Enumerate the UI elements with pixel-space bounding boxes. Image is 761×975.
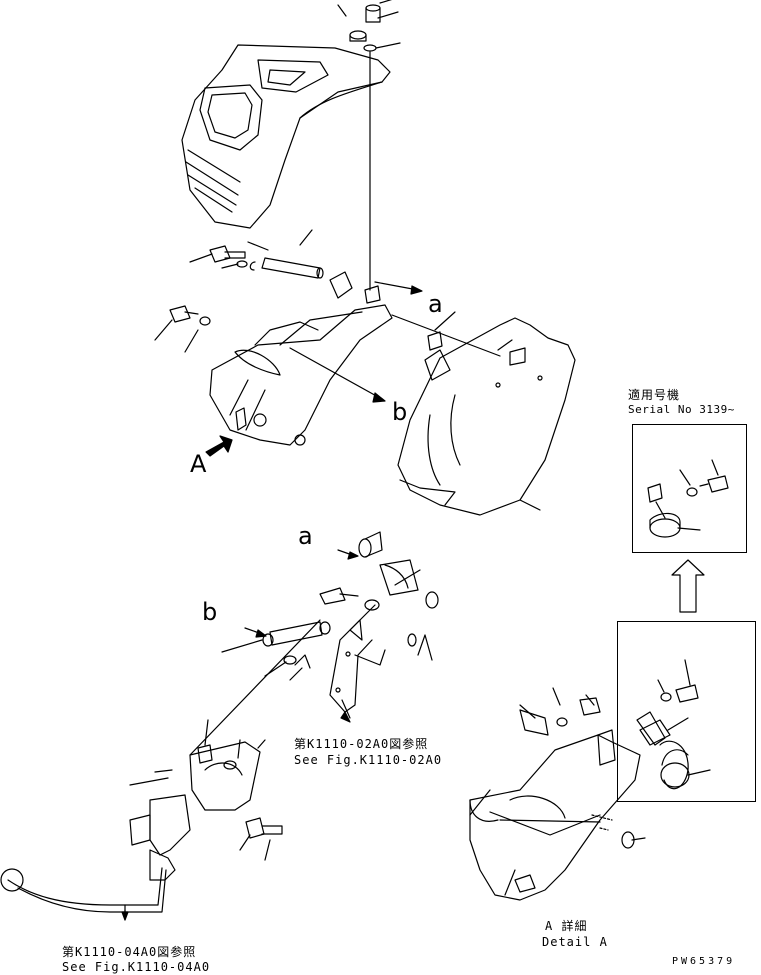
drawing-code: PW65379 [672, 956, 736, 967]
detail-a-drawing [469, 687, 689, 901]
serial-label-jp: 適用号機 [628, 388, 681, 402]
lever-assembly-lower [0, 619, 351, 921]
detail-a-label-jp: A 詳細 [545, 919, 588, 933]
hardware-upper-left [154, 229, 324, 353]
serial-variant-box [632, 424, 747, 553]
detail-a-variant-box [617, 621, 756, 802]
serial-label-en: Serial No 3139~ [628, 403, 735, 416]
console-cover-lower-right [397, 311, 576, 516]
console-cover-upper [181, 44, 391, 229]
detail-box-drawing [636, 659, 711, 788]
serial-variant-drawing [647, 459, 729, 538]
ref-k1110-04a0-jp: 第K1110-04A0図参照 [62, 945, 197, 959]
gas-spring [221, 621, 331, 681]
view-a-arrow [205, 435, 233, 457]
callout-b-lower: b [202, 598, 218, 626]
callout-b-upper: b [392, 398, 408, 426]
detail-a-label-en: Detail A [542, 935, 608, 949]
bushing-and-bracket [319, 531, 439, 713]
upper-bracket-assembly [209, 271, 393, 446]
ref-k1110-02a0-jp: 第K1110-02A0図参照 [294, 737, 429, 751]
cap-screw-top [337, 0, 401, 291]
ref-k1110-04a0-en: See Fig.K1110-04A0 [62, 960, 211, 974]
view-a-label: A [190, 450, 207, 478]
callout-a-upper: a [428, 290, 443, 318]
ref-k1110-02a0-en: See Fig.K1110-02A0 [294, 753, 443, 767]
leader-a-b-upper [289, 281, 501, 403]
up-arrow-serial [671, 559, 705, 613]
callout-a-lower: a [298, 522, 313, 550]
